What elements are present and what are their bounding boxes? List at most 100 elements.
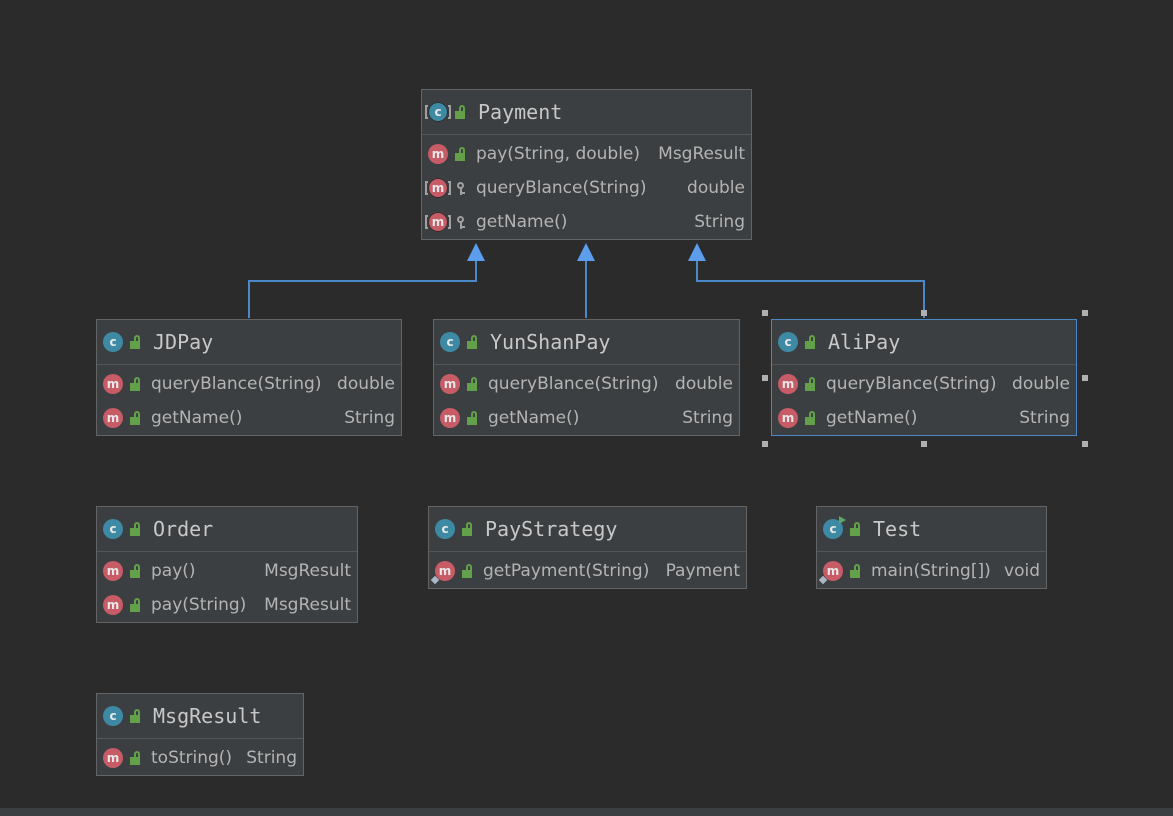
method-icon: m bbox=[440, 374, 460, 394]
abstract-method-icon: m bbox=[425, 178, 451, 198]
lock-shackle bbox=[809, 377, 815, 383]
method-return-type: String bbox=[344, 408, 395, 428]
class-icon: c bbox=[103, 519, 123, 539]
method-signature: getName() bbox=[488, 408, 580, 428]
lock-body bbox=[462, 570, 472, 578]
inheritance-arrowhead bbox=[467, 243, 485, 261]
public-lock-icon bbox=[129, 377, 143, 391]
class-name[interactable]: Order bbox=[153, 517, 214, 541]
method-signature: queryBlance(String) bbox=[151, 374, 322, 394]
resize-handle[interactable] bbox=[1082, 441, 1088, 447]
method-signature: toString() bbox=[151, 748, 233, 768]
lock-body bbox=[467, 417, 477, 425]
lock-shackle bbox=[459, 147, 465, 153]
class-name[interactable]: YunShanPay bbox=[490, 330, 611, 354]
lock-body bbox=[467, 341, 477, 349]
inheritance-arrowhead bbox=[688, 243, 706, 261]
method-icon: m bbox=[103, 595, 123, 615]
lock-body bbox=[130, 383, 140, 391]
method-row[interactable]: m toString() String bbox=[97, 741, 303, 775]
method-signature: getName() bbox=[476, 212, 568, 232]
resize-handle[interactable] bbox=[762, 441, 768, 447]
public-lock-icon bbox=[129, 598, 143, 612]
lock-body bbox=[130, 757, 140, 765]
class-header[interactable]: c Order bbox=[97, 507, 357, 552]
public-lock-icon bbox=[129, 564, 143, 578]
method-return-type: String bbox=[694, 212, 745, 232]
class-name[interactable]: MsgResult bbox=[153, 704, 262, 728]
lock-body bbox=[850, 528, 860, 536]
lock-body bbox=[467, 383, 477, 391]
class-node-msgresult[interactable]: c MsgResult m toString() String bbox=[96, 693, 304, 776]
public-lock-icon bbox=[849, 522, 863, 536]
edge-alipay-to-payment[interactable] bbox=[688, 243, 925, 318]
resize-handle[interactable] bbox=[1082, 310, 1088, 316]
lock-body bbox=[130, 417, 140, 425]
method-signature: pay(String, double) bbox=[476, 144, 641, 164]
method-signature: pay(String) bbox=[151, 595, 247, 615]
lock-shackle bbox=[471, 411, 477, 417]
method-signature: pay() bbox=[151, 561, 196, 581]
lock-shackle bbox=[854, 564, 860, 570]
class-icon: c bbox=[103, 332, 123, 352]
resize-handle[interactable] bbox=[762, 374, 768, 381]
class-header[interactable]: c MsgResult bbox=[97, 694, 303, 739]
public-lock-icon bbox=[466, 377, 480, 391]
class-header[interactable]: c JDPay bbox=[97, 320, 401, 365]
edge-jdpay-to-payment[interactable] bbox=[248, 243, 485, 318]
method-return-type: double bbox=[675, 374, 733, 394]
method-icon: m bbox=[778, 374, 798, 394]
class-name[interactable]: PayStrategy bbox=[485, 517, 618, 541]
method-signature: main(String[]) bbox=[871, 561, 991, 581]
lock-body bbox=[805, 341, 815, 349]
method-return-type: String bbox=[246, 748, 297, 768]
method-icon: m bbox=[103, 748, 123, 768]
lock-body bbox=[455, 153, 465, 161]
abstract-method-icon: m bbox=[425, 212, 451, 232]
method-return-type: double bbox=[1012, 374, 1070, 394]
resize-handle[interactable] bbox=[1082, 374, 1088, 381]
resize-handle[interactable] bbox=[921, 310, 927, 316]
method-signature: queryBlance(String) bbox=[476, 178, 647, 198]
key-stem bbox=[460, 188, 462, 195]
class-name[interactable]: JDPay bbox=[153, 330, 214, 354]
class-name[interactable]: AliPay bbox=[828, 330, 901, 354]
edge-yunshanpay-to-payment[interactable] bbox=[577, 243, 595, 318]
class-name[interactable]: Payment bbox=[478, 100, 563, 124]
class-name[interactable]: Test bbox=[873, 517, 922, 541]
lock-body bbox=[805, 417, 815, 425]
resize-handle[interactable] bbox=[921, 441, 927, 447]
method-icon: m bbox=[778, 408, 798, 428]
method-signature: getName() bbox=[826, 408, 918, 428]
method-row[interactable]: m getName() String bbox=[422, 205, 751, 239]
class-icon: c bbox=[103, 706, 123, 726]
public-lock-icon bbox=[129, 522, 143, 536]
resize-handle[interactable] bbox=[762, 310, 768, 316]
